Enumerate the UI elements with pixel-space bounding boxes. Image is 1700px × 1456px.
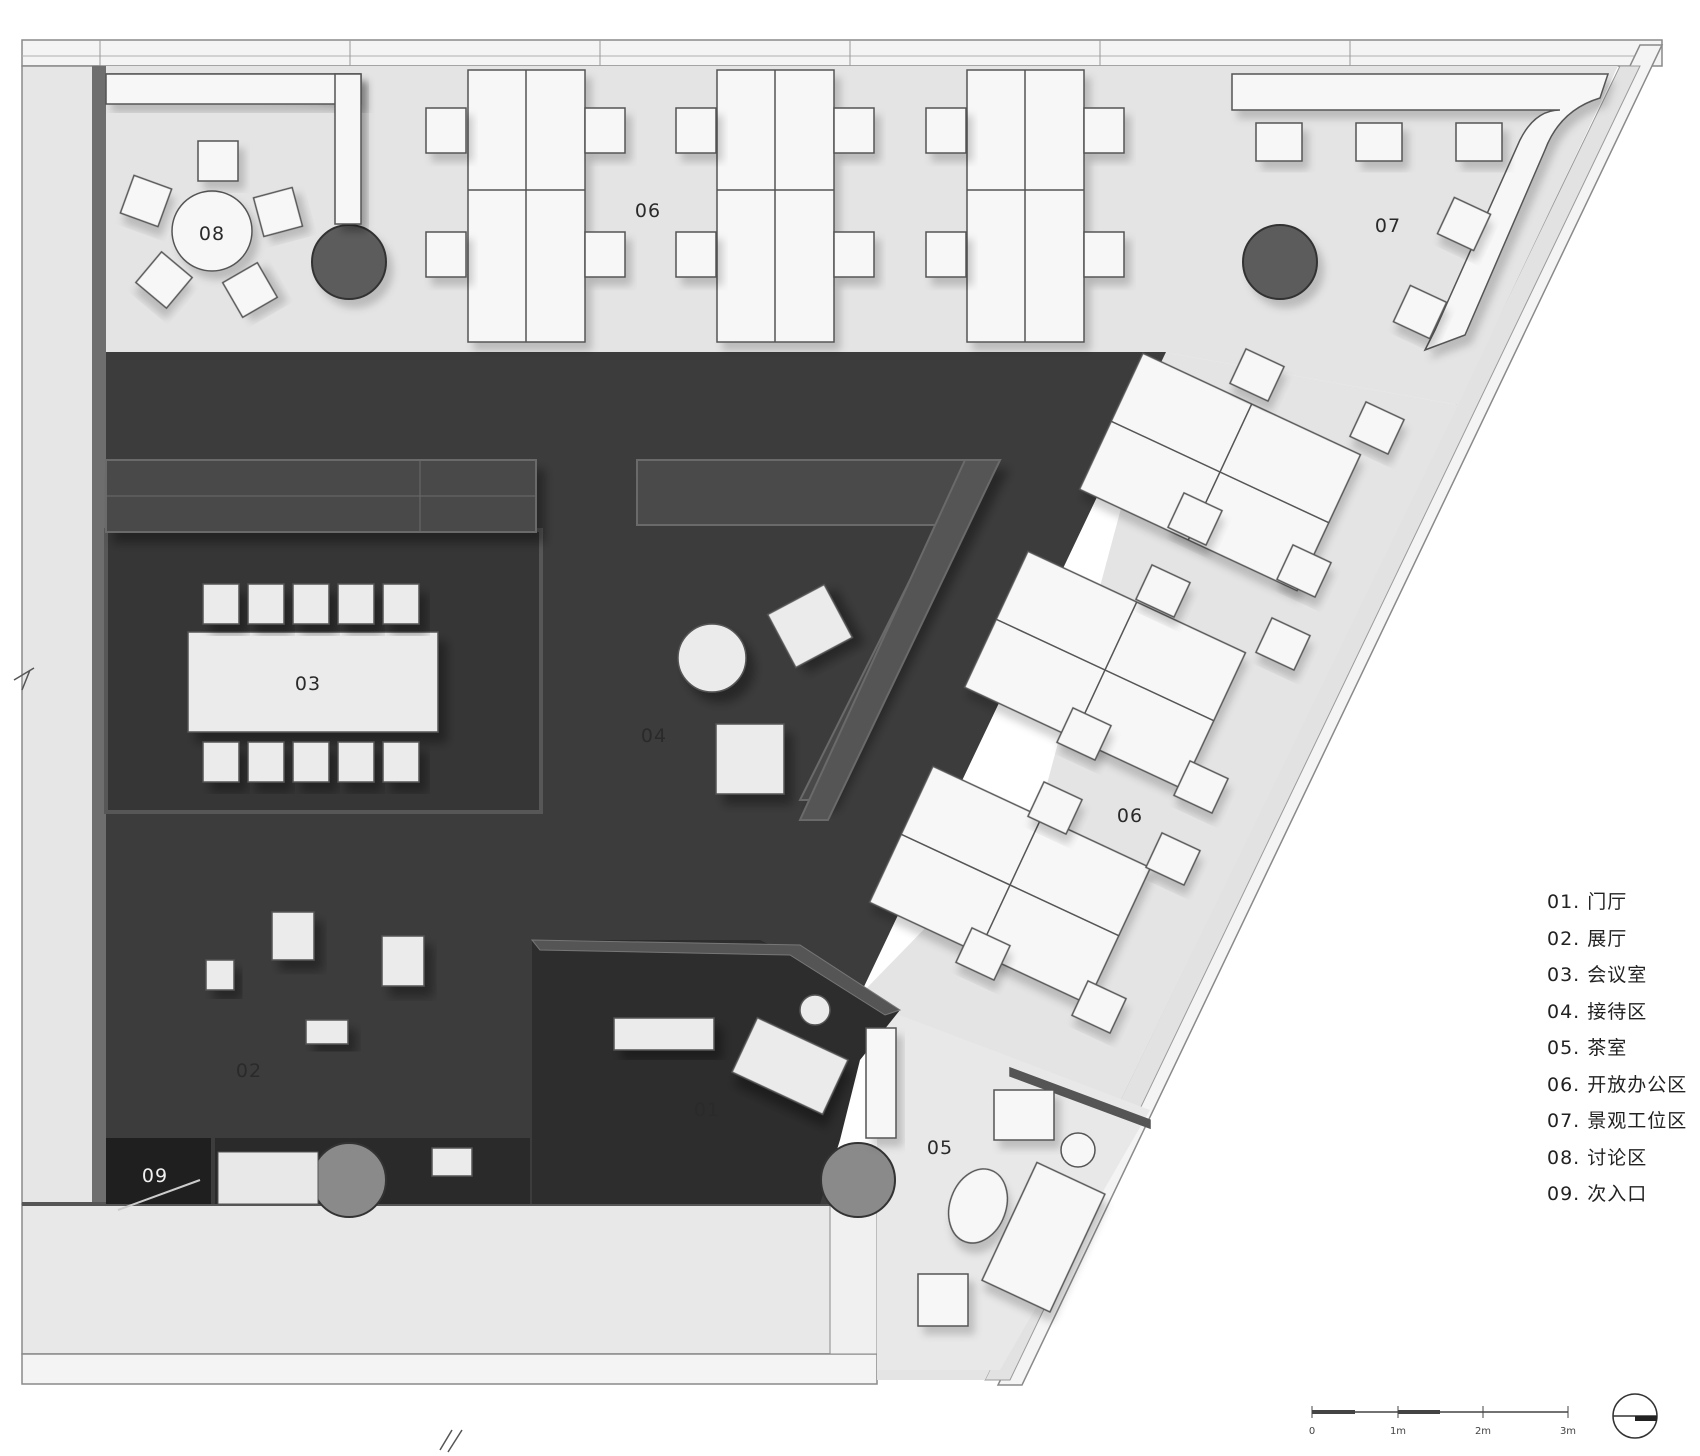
legend-item-02: 02. 展厅: [1547, 927, 1628, 950]
legend-item-06: 06. 开放办公区: [1547, 1073, 1688, 1096]
legend-item-03: 03. 会议室: [1547, 964, 1648, 986]
legend-item-05: 05. 茶室: [1547, 1037, 1628, 1059]
meeting-table: [187, 583, 439, 783]
room-label-08: 08: [199, 223, 225, 245]
room-label-05: 05: [927, 1137, 953, 1159]
exterior-walls: [13, 39, 1664, 1453]
top-office-desks: [425, 69, 1125, 343]
secondary-entrance: [117, 1151, 319, 1211]
scale-bar: 0 1m 2m 3m: [1309, 1406, 1576, 1437]
legend-item-08: 08. 讨论区: [1547, 1146, 1648, 1169]
room-label-03: 03: [295, 673, 321, 695]
landscape-workstation-furniture: [1231, 73, 1610, 352]
right-office-desks: [868, 347, 1406, 1035]
room-label-04: 04: [641, 725, 667, 747]
discussion-area-furniture: [105, 73, 362, 319]
scale-tick-0: 0: [1309, 1426, 1315, 1437]
legend-item-09: 09. 次入口: [1547, 1183, 1648, 1205]
room-label-02: 02: [236, 1060, 262, 1082]
scale-tick-1m: 1m: [1390, 1426, 1406, 1437]
legend-item-01: 01. 门厅: [1547, 891, 1628, 913]
columns: [311, 224, 1318, 1218]
room-label-09: 09: [142, 1165, 168, 1187]
room-label-06-top: 06: [635, 200, 661, 222]
north-arrow-icon: [1612, 1393, 1658, 1439]
room-label-07: 07: [1375, 215, 1401, 237]
scale-tick-3m: 3m: [1560, 1426, 1576, 1437]
lobby-furniture: [431, 994, 849, 1177]
room-labels: 01 02 03 04 05 06 06 07 08 09: [142, 200, 1401, 1187]
legend-item-07: 07. 景观工位区: [1547, 1110, 1688, 1132]
exhibition-displays: [205, 911, 425, 1045]
scale-tick-2m: 2m: [1475, 1426, 1491, 1437]
legend-item-04: 04. 接待区: [1547, 1000, 1648, 1023]
room-label-06-right: 06: [1117, 805, 1143, 827]
reception-furniture: [677, 583, 854, 795]
dark-floor: [104, 352, 1166, 1204]
tea-room-furniture: [865, 1027, 1151, 1327]
room-label-01: 01: [694, 1099, 720, 1121]
legend: 01. 门厅 02. 展厅 03. 会议室 04. 接待区 05. 茶室 06.…: [1547, 884, 1697, 1213]
